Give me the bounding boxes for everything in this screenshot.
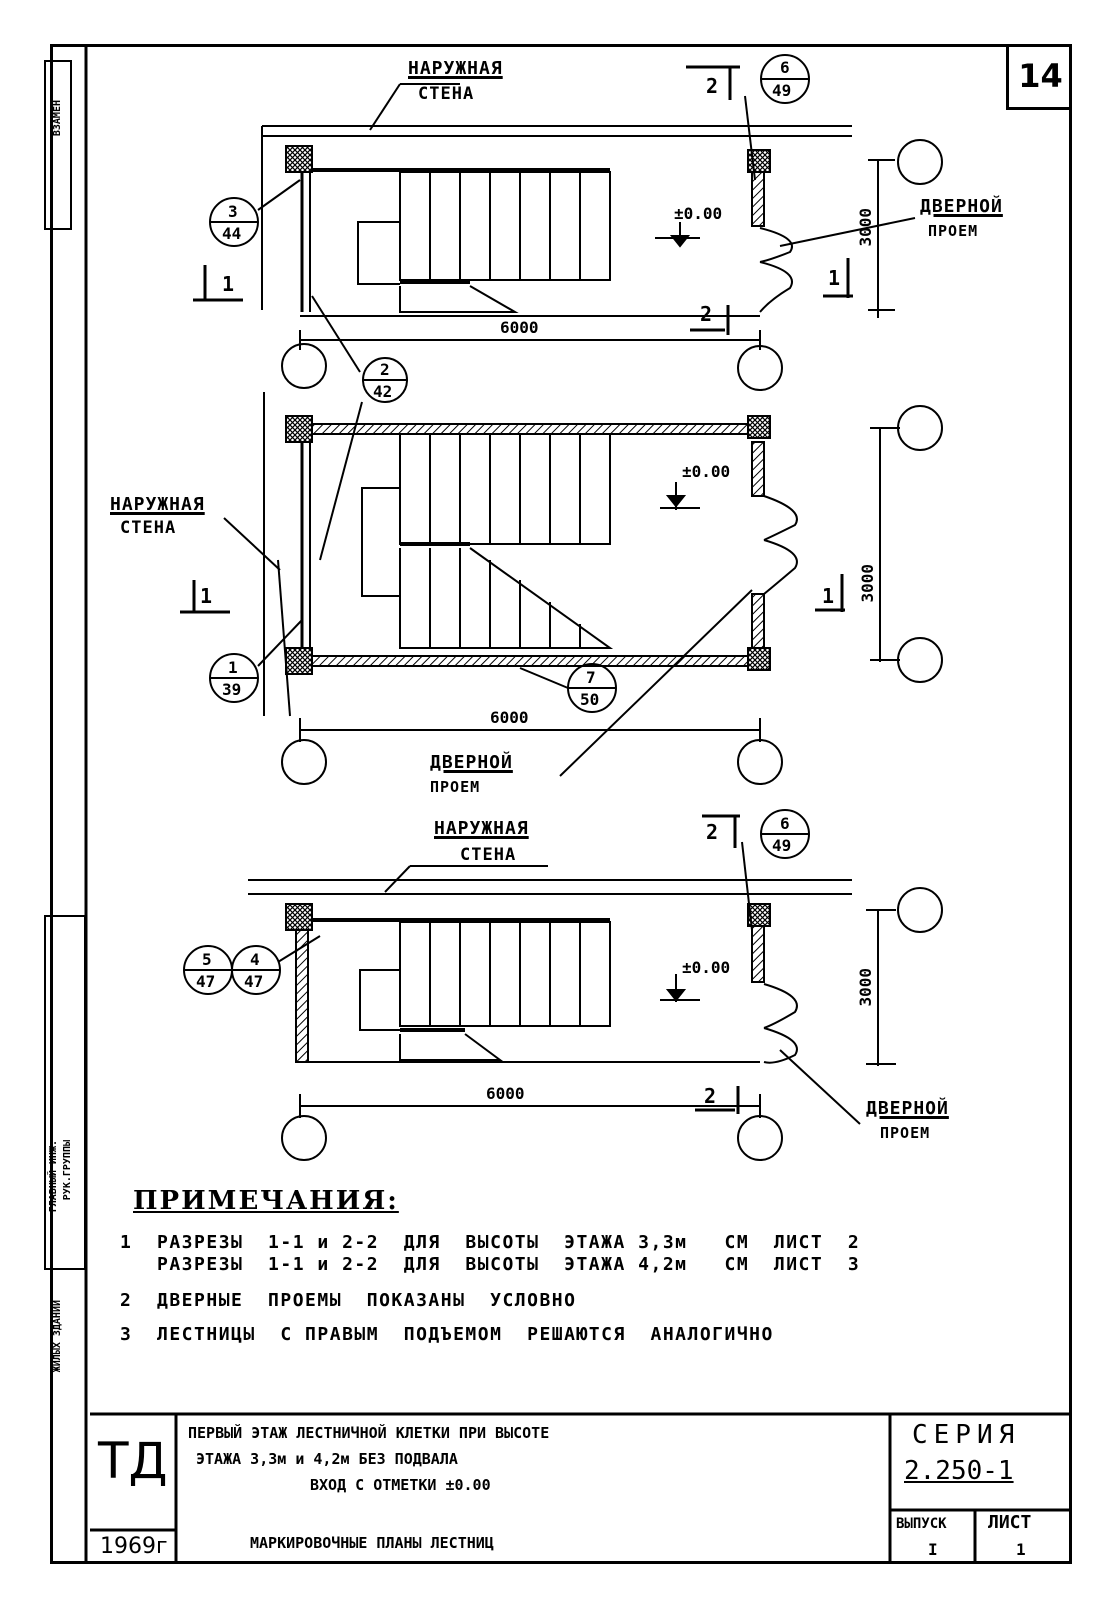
issue-value: I [928, 1540, 938, 1559]
plan1-cut-1-left: 1 [222, 272, 235, 296]
plan1-door-label-2: ПРОЕМ [928, 222, 979, 240]
plan3-dim-width: 6000 [486, 1084, 525, 1103]
plan3-dim-height: 3000 [856, 968, 875, 1007]
plan3-ref-b-bottom: 47 [244, 972, 264, 991]
plan3-ref-a-bottom: 47 [196, 972, 216, 991]
plan3-wall-label-2: СТЕНА [460, 845, 517, 865]
plan3-wall-label-1: НАРУЖНАЯ [434, 818, 529, 839]
side-strip-top-box [44, 60, 72, 230]
title-block-year: 1969г [100, 1534, 168, 1559]
title-block-org: ТД [98, 1432, 168, 1490]
plan2-elevation: ±0.00 [682, 462, 731, 481]
plan1-cut-1-right: 1 [828, 266, 841, 290]
plan3-cut-2-top: 2 [706, 820, 719, 844]
plan-3 [183, 809, 943, 1161]
plan1-dim-height: 3000 [856, 208, 875, 247]
plan2-ref-b-bottom: 50 [580, 690, 600, 709]
sheet-number: 14 [1006, 44, 1072, 110]
sheet-label: ЛИСТ [988, 1512, 1032, 1533]
plan1-ref-b-bottom: 49 [772, 81, 792, 100]
series-value: 2.250-1 [904, 1456, 1014, 1486]
title-line-2: ЭТАЖА 3,3м и 4,2м БЕЗ ПОДВАЛА [196, 1450, 458, 1468]
plan3-ref-c-bottom: 49 [772, 836, 792, 855]
plan2-door-label-2: ПРОЕМ [430, 778, 481, 796]
plan1-ref-c-bottom: 42 [373, 382, 393, 401]
plan-2 [180, 392, 943, 785]
plan-1 [193, 54, 943, 403]
series-label: СЕРИЯ [912, 1420, 1021, 1450]
sheet-value: 1 [1016, 1540, 1026, 1559]
plan2-wall-label-1: НАРУЖНАЯ [110, 494, 205, 515]
title-line-4: МАРКИРОВОЧНЫЕ ПЛАНЫ ЛЕСТНИЦ [250, 1534, 494, 1552]
note-line-2: РАЗРЕЗЫ 1-1 и 2-2 ДЛЯ ВЫСОТЫ ЭТАЖА 4,2м … [120, 1254, 861, 1275]
plan3-ref-b-top: 4 [250, 950, 260, 969]
plan1-ref-a-top: 3 [228, 202, 238, 221]
plan2-wall-label-2: СТЕНА [120, 518, 177, 538]
plan1-door-label-1: ДВЕРНОЙ [920, 196, 1003, 217]
note-line-4: 3 ЛЕСТНИЦЫ С ПРАВЫМ ПОДЪЕМОМ РЕШАЮТСЯ АН… [120, 1324, 774, 1345]
plan1-cut-2-bottom: 2 [700, 302, 713, 326]
plan1-wall-label-1: НАРУЖНАЯ [408, 58, 503, 79]
plan2-dim-height: 3000 [858, 564, 877, 603]
plan2-ref-a-top: 1 [228, 658, 238, 677]
plan3-elevation: ±0.00 [682, 958, 731, 977]
plan2-dim-width: 6000 [490, 708, 529, 727]
plan3-ref-a-top: 5 [202, 950, 212, 969]
note-line-3: 2 ДВЕРНЫЕ ПРОЕМЫ ПОКАЗАНЫ УСЛОВНО [120, 1290, 577, 1311]
drawing-frame [50, 44, 1072, 1564]
plan1-ref-b-top: 6 [780, 58, 790, 77]
plan3-ref-c-top: 6 [780, 814, 790, 833]
plan1-cut-2-top: 2 [706, 74, 719, 98]
plan2-ref-a-bottom: 39 [222, 680, 242, 699]
title-line-1: ПЕРВЫЙ ЭТАЖ ЛЕСТНИЧНОЙ КЛЕТКИ ПРИ ВЫСОТЕ [188, 1424, 550, 1442]
plan1-ref-a-bottom: 44 [222, 224, 242, 243]
plan3-door-label-2: ПРОЕМ [880, 1124, 931, 1142]
plan1-elevation: ±0.00 [674, 204, 723, 223]
plan2-ref-b-top: 7 [586, 668, 596, 687]
issue-label: ВЫПУСК [896, 1516, 947, 1532]
note-line-1: 1 РАЗРЕЗЫ 1-1 и 2-2 ДЛЯ ВЫСОТЫ ЭТАЖА 3,3… [120, 1232, 861, 1253]
plan2-door-label-1: ДВЕРНОЙ [430, 752, 513, 773]
plan1-wall-label-2: СТЕНА [418, 84, 475, 104]
plan2-cut-1-right: 1 [822, 584, 835, 608]
plan2-cut-1-left: 1 [200, 584, 213, 608]
plan3-cut-2-bottom: 2 [704, 1084, 717, 1108]
notes-title: ПРИМЕЧАНИЯ: [133, 1186, 399, 1216]
plan1-ref-c-top: 2 [380, 360, 390, 379]
title-line-3: ВХОД С ОТМЕТКИ ±0.00 [310, 1476, 491, 1494]
plan3-door-label-1: ДВЕРНОЙ [866, 1098, 949, 1119]
plan1-dim-width: 6000 [500, 318, 539, 337]
